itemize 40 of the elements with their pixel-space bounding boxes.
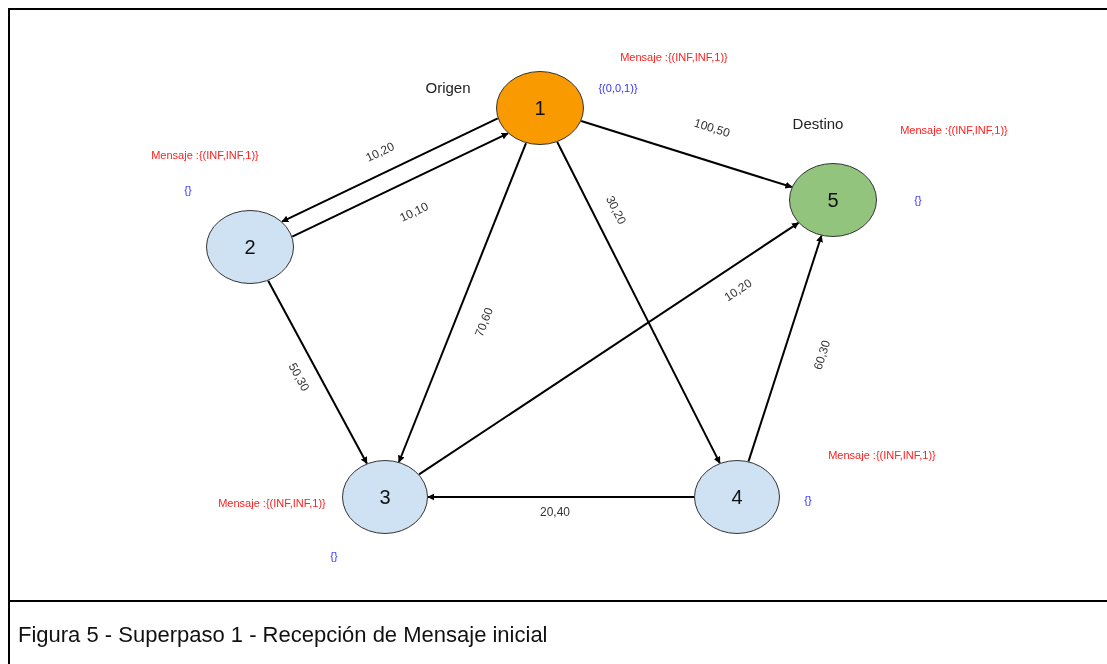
edge-label: 20,40 bbox=[540, 505, 570, 519]
node-number: 1 bbox=[534, 96, 546, 120]
node-ellipse bbox=[789, 163, 877, 237]
value-text: {} bbox=[804, 494, 812, 506]
arrow bbox=[427, 493, 695, 501]
edge-label: 70,60 bbox=[471, 305, 497, 339]
edge-label: 30,20 bbox=[602, 193, 630, 227]
message-text: Mensaje :{(INF,INF,1)} bbox=[900, 124, 1008, 136]
value-text: {} bbox=[184, 184, 192, 196]
node-number: 3 bbox=[379, 485, 391, 509]
edge-label: 60,30 bbox=[810, 338, 834, 372]
message-text: Mensaje :{(INF,INF,1)} bbox=[620, 51, 728, 63]
node-ellipse bbox=[496, 71, 584, 145]
node-number: 5 bbox=[827, 188, 839, 212]
edge-label: 100,50 bbox=[692, 115, 732, 141]
arrow bbox=[418, 221, 800, 476]
arrow bbox=[281, 117, 499, 223]
message-text: Mensaje :{(INF,INF,1)} bbox=[151, 149, 259, 161]
arrow bbox=[556, 141, 721, 465]
value-text: {} bbox=[914, 194, 922, 206]
arrow bbox=[747, 234, 823, 463]
arrow bbox=[267, 279, 368, 465]
edge-label: 50,30 bbox=[285, 360, 313, 394]
value-text: {(0,0,1)} bbox=[598, 82, 638, 94]
value-text: {} bbox=[330, 550, 338, 562]
edge-label: 10,20 bbox=[363, 139, 397, 165]
edge-label: 10,10 bbox=[397, 199, 431, 225]
message-text: Mensaje :{(INF,INF,1)} bbox=[218, 497, 326, 509]
node-ellipse bbox=[342, 460, 428, 534]
arrow bbox=[291, 132, 509, 238]
arrow bbox=[580, 119, 793, 189]
node-number: 2 bbox=[244, 235, 256, 259]
figure-caption: Figura 5 - Superpaso 1 - Recepción de Mensaje inicial bbox=[18, 622, 548, 648]
node-ellipse bbox=[206, 210, 294, 284]
node-caption: Origen bbox=[425, 78, 471, 96]
arrow bbox=[397, 142, 527, 463]
node-ellipse bbox=[694, 460, 780, 534]
node-caption: Destino bbox=[792, 114, 844, 132]
node-number: 4 bbox=[731, 485, 743, 509]
message-text: Mensaje :{(INF,INF,1)} bbox=[828, 449, 936, 461]
